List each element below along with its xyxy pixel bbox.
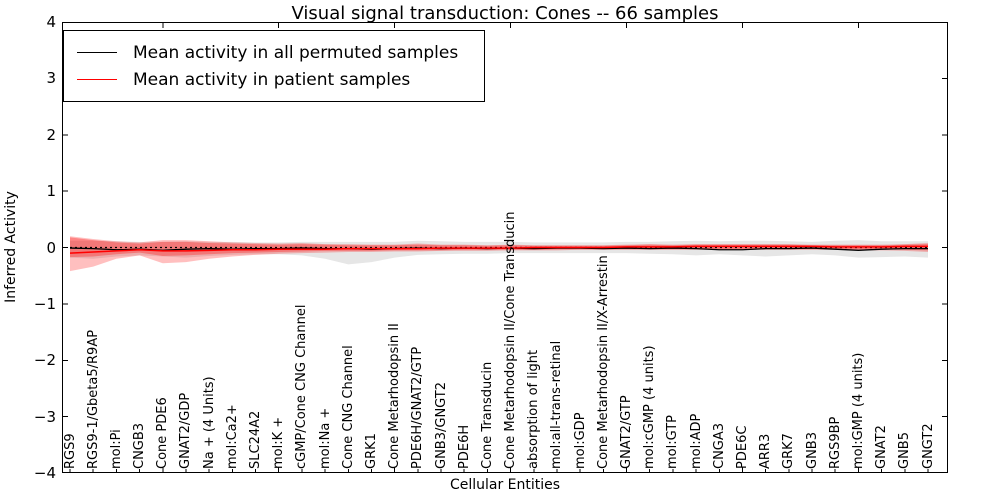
axis-ticks xyxy=(63,22,947,473)
x-tick-label: mol:GDP xyxy=(572,412,588,469)
x-tick-label: PDE6H/GNAT2/GTP xyxy=(410,346,426,469)
x-tick-label: Cone Transducin xyxy=(479,361,495,469)
x-tick-label: PDE6C xyxy=(734,425,750,469)
x-tick-label: GNB5 xyxy=(897,432,913,469)
axes-frame xyxy=(62,22,948,473)
x-tick-label: mol:Na + xyxy=(317,407,333,469)
x-tick-label: mol:GMP (4 units) xyxy=(850,352,866,469)
y-tick-label: −1 xyxy=(33,294,56,313)
x-axis-label: Cellular Entities xyxy=(449,477,561,493)
x-tick-label: GNB3/GNGT2 xyxy=(433,382,449,469)
x-tick-label: GRK7 xyxy=(781,433,797,469)
x-tick-label: ARR3 xyxy=(758,433,774,469)
x-tick-label: GNAT2 xyxy=(874,425,890,469)
x-tick-label: GNAT2/GDP xyxy=(178,392,194,469)
legend-label-permuted: Mean activity in all permuted samples xyxy=(133,42,459,63)
x-tick-label: mol:GTP xyxy=(665,415,681,469)
y-tick-label: 3 xyxy=(46,69,56,88)
x-tick-label: mol:all-trans-retinal xyxy=(549,340,565,469)
x-tick-label: mol:ADP xyxy=(688,413,704,469)
legend-label-patient: Mean activity in patient samples xyxy=(133,69,411,90)
x-tick-label: GNAT2/GTP xyxy=(619,395,635,469)
x-tick-label: RGS9BP xyxy=(827,416,843,469)
chart-title: Visual signal transduction: Cones -- 66 … xyxy=(291,3,719,24)
y-tick-label: 2 xyxy=(46,125,56,144)
y-tick-label: −2 xyxy=(33,351,56,370)
x-tick-label: Cone CNG Channel xyxy=(340,345,356,469)
x-tick-label: mol:cGMP (4 units) xyxy=(642,345,658,469)
legend-line-black-icon xyxy=(77,52,117,53)
x-tick-label: RGS9 xyxy=(62,433,78,469)
legend-entry-patient: Mean activity in patient samples xyxy=(77,66,458,93)
band-patient-samples-range-inner xyxy=(70,237,928,258)
x-tick-label: GNB3 xyxy=(804,432,820,469)
x-tick-label: Cone PDE6 xyxy=(155,397,171,469)
series-line-patient xyxy=(69,245,928,254)
band-patient-samples-range-outer xyxy=(70,236,928,272)
x-tick-label: CNGB3 xyxy=(132,422,148,469)
y-tick-label: 4 xyxy=(46,13,56,31)
x-tick-label: GRK1 xyxy=(363,433,379,469)
x-tick-label: Cone Metarhodopsin II xyxy=(387,323,403,469)
x-tick-label: Cone Metarhodopsin II/Cone Transducin xyxy=(503,211,519,470)
x-tick-label: PDE6H xyxy=(456,424,472,469)
x-tick-label: mol:Ca2+ xyxy=(224,404,240,469)
legend-entry-permuted: Mean activity in all permuted samples xyxy=(77,39,458,66)
x-tick-label: absorption of light xyxy=(526,349,542,469)
shaded-bands xyxy=(70,236,928,272)
x-tick-label: Na + (4 Units) xyxy=(201,376,217,469)
y-tick-label: 0 xyxy=(46,238,56,257)
y-tick-label: −4 xyxy=(33,464,56,482)
y-tick-label: −3 xyxy=(33,407,56,426)
x-tick-label: RGS9-1/Gbeta5/R9AP xyxy=(85,329,101,469)
x-tick-label: SLC24A2 xyxy=(248,410,263,469)
legend-line-red-icon xyxy=(77,79,117,80)
plot-area xyxy=(62,22,948,473)
legend: Mean activity in all permuted samples Me… xyxy=(63,30,486,102)
x-tick-label: GNGT2 xyxy=(920,423,936,469)
x-tick-label: mol:K + xyxy=(271,416,287,469)
y-tick-label: 1 xyxy=(46,182,56,201)
x-tick-label: CNGA3 xyxy=(711,422,727,469)
x-tick-label: Cone Metarhodopsin II/X-Arrestin xyxy=(595,255,611,469)
x-tick-label: cGMP/Cone CNG Channel xyxy=(294,304,310,469)
x-tick-label: mol:Pi xyxy=(108,429,124,469)
data-lines xyxy=(69,245,928,254)
